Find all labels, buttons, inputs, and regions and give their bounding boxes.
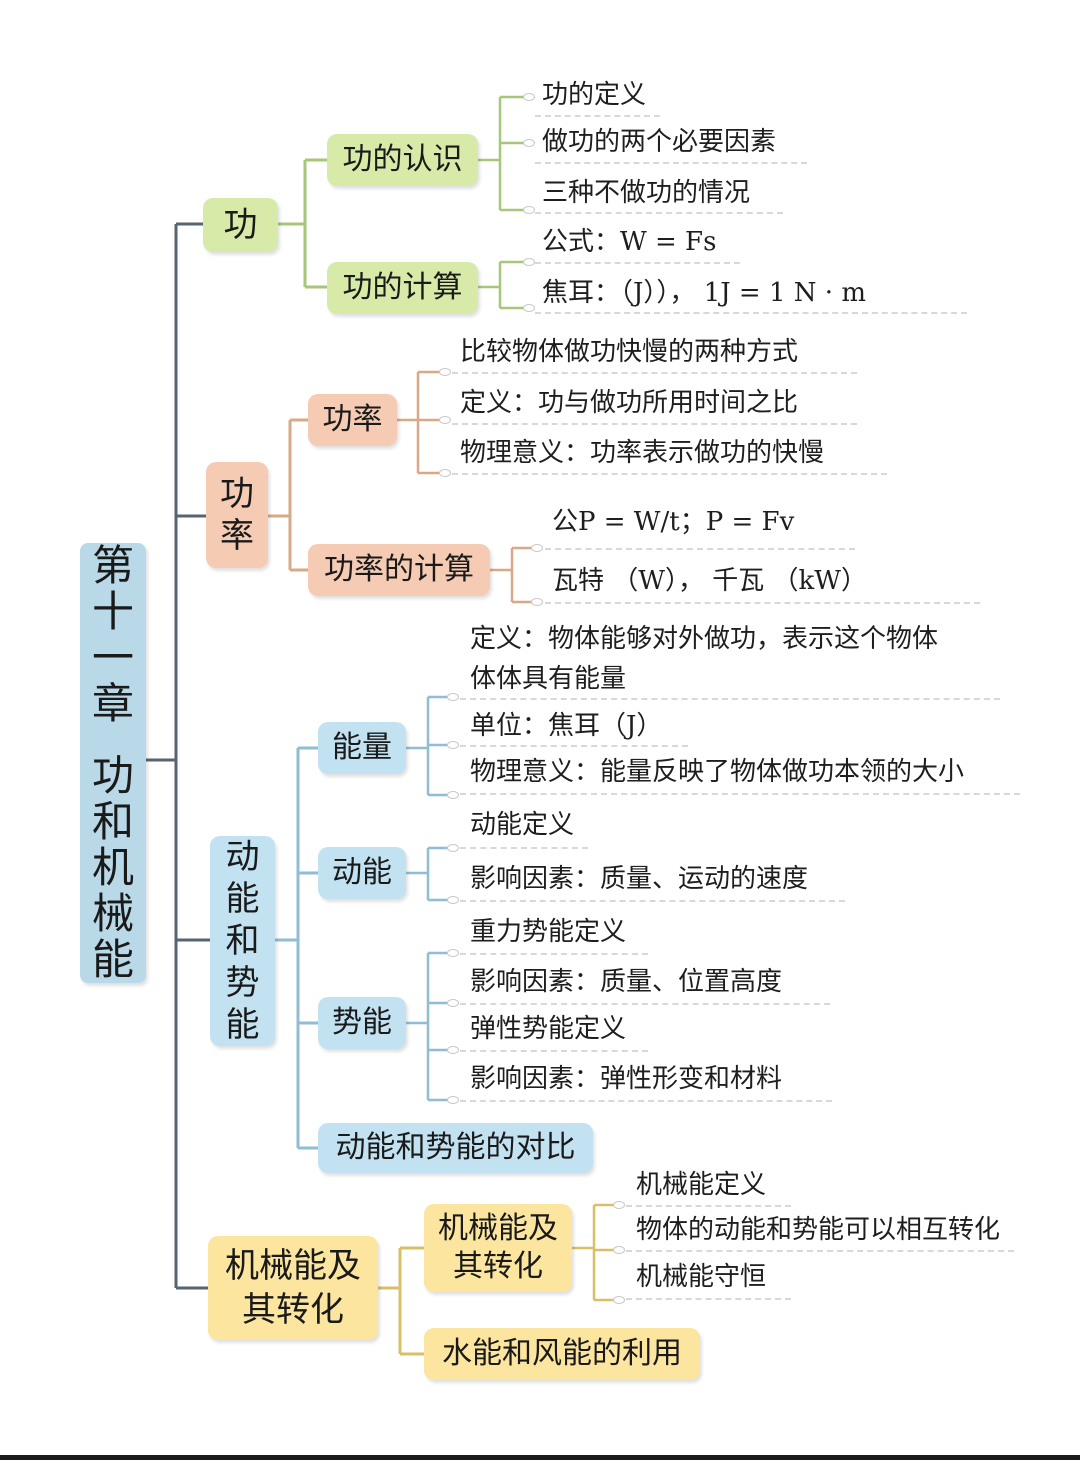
leaf-kinetic-factors: 影响因素：质量、运动的速度: [470, 864, 809, 894]
root-title: 功和机械能: [91, 751, 134, 984]
node-energy-sub: 能量: [318, 722, 406, 774]
leaf-potential-elastic-factors: 影响因素：弹性形变和材料: [470, 1064, 783, 1094]
bottom-edge-bar: [0, 1455, 1080, 1460]
leaf-work-factors: 做功的两个必要因素: [542, 127, 777, 157]
leaf-energy-unit: 单位：焦耳（J）: [470, 711, 663, 741]
node-work-calculation: 功的计算: [327, 262, 478, 314]
node-power-label: 功率: [220, 474, 254, 556]
leaf-power-meaning: 物理意义：功率表示做功的快慢: [460, 438, 825, 468]
node-comparison: 动能和势能的对比: [318, 1123, 593, 1173]
leaf-energy-definition-2: 体体具有能量: [470, 664, 627, 694]
leaf-power-definition: 定义：功与做功所用时间之比: [460, 388, 799, 418]
node-work: 功: [203, 198, 278, 252]
leaf-work-no-work: 三种不做功的情况: [542, 178, 751, 208]
root-chapter: 第十一章: [91, 541, 134, 728]
leaf-power-formula: 公P = W/t；P = Fv: [552, 507, 795, 537]
leaf-energy-meaning: 物理意义：能量反映了物体做功本领的大小: [470, 757, 965, 787]
node-mechanical-conversion: 机械能及其转化: [424, 1204, 572, 1292]
node-energy-label: 动能和势能: [225, 837, 260, 1045]
leaf-work-formula: 公式：W = Fs: [542, 227, 717, 257]
leaf-potential-elastic: 弹性势能定义: [470, 1014, 627, 1044]
leaf-mechanical-conversion: 物体的动能和势能可以相互转化: [636, 1215, 1001, 1245]
leaf-kinetic-definition: 动能定义: [470, 810, 575, 840]
node-energy: 动能和势能: [210, 836, 275, 1046]
node-potential: 势能: [318, 997, 406, 1049]
leaf-potential-gravity-factors: 影响因素：质量、位置高度: [470, 967, 783, 997]
node-mechanical-conversion-label: 机械能及其转化: [438, 1211, 558, 1284]
leaf-work-unit: 焦耳：（J））， 1J = 1 N · m: [542, 278, 866, 308]
leaf-power-unit: 瓦特 （W）， 千瓦 （kW）: [552, 566, 867, 596]
leaf-work-definition: 功的定义: [542, 80, 647, 110]
root-node: 第十一章 功和机械能: [80, 543, 146, 983]
node-mechanical: 机械能及其转化: [208, 1236, 378, 1340]
node-mechanical-usage: 水能和风能的利用: [424, 1328, 700, 1380]
leaf-power-compare: 比较物体做功快慢的两种方式: [460, 337, 799, 367]
leaf-energy-definition-1: 定义：物体能够对外做功，表示这个物体: [470, 624, 939, 654]
node-power: 功率: [206, 462, 268, 568]
leaf-potential-gravity: 重力势能定义: [470, 917, 627, 947]
node-power-calculation: 功率的计算: [308, 544, 490, 596]
node-work-understanding: 功的认识: [327, 134, 478, 186]
node-power-sub: 功率: [308, 394, 397, 446]
node-mechanical-label: 机械能及其转化: [225, 1246, 361, 1330]
node-kinetic: 动能: [318, 847, 406, 899]
leaf-mechanical-definition: 机械能定义: [636, 1170, 767, 1200]
leaf-mechanical-conservation: 机械能守恒: [636, 1262, 767, 1292]
